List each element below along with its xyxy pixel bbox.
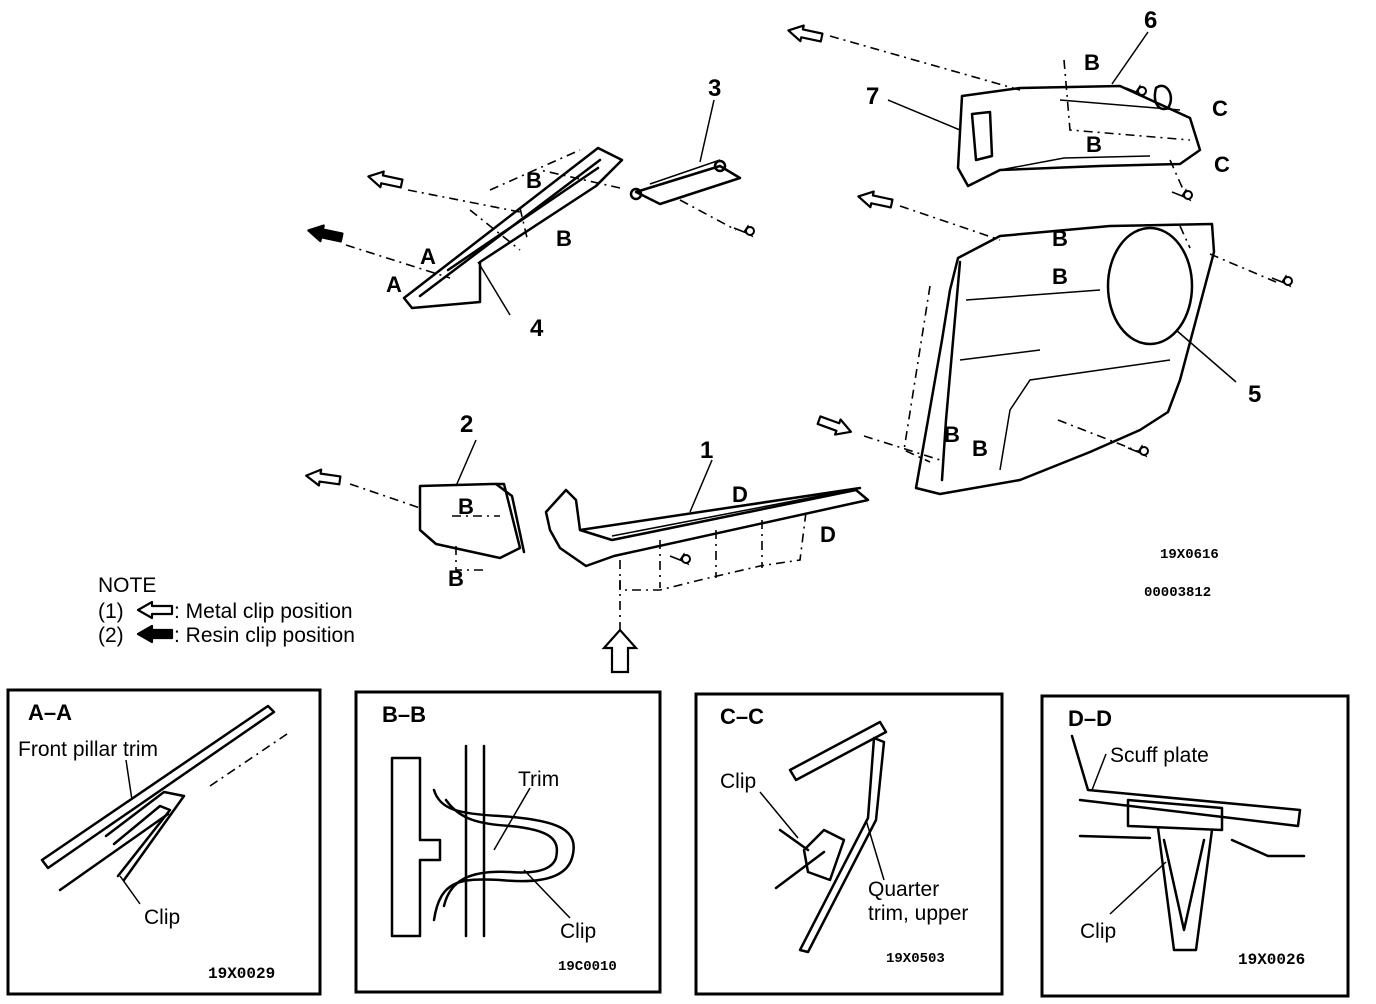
detail-dd-title: D–D	[1068, 706, 1112, 731]
note-title: NOTE	[98, 574, 156, 597]
screw-icon	[669, 553, 691, 565]
metal-clip-arrow	[365, 167, 405, 193]
detail-aa-panel: A–A Front pillar trim Clip 19X0029	[6, 688, 322, 996]
resin-arrow-icon	[136, 624, 174, 644]
note-item2-text: : Resin clip position	[174, 624, 355, 647]
part-7-quarter-trim-upper	[829, 35, 1202, 197]
detail-cc-image-code: 19X0503	[886, 951, 945, 967]
part-number-3: 3	[708, 75, 721, 102]
front-pillar-trim-part	[402, 146, 624, 316]
metal-clip-arrow	[855, 187, 895, 213]
section-marker-b: B	[1084, 50, 1100, 75]
note-item1-text: : Metal clip position	[174, 600, 353, 623]
part-6-cap	[1111, 31, 1173, 111]
note-item1-number: (1)	[98, 600, 124, 623]
detail-bb-clip-label: Clip	[560, 920, 596, 943]
part-number-6: 6	[1144, 7, 1157, 34]
detail-aa-image-code: 19X0029	[208, 965, 275, 983]
detail-dd-clip-label: Clip	[1080, 920, 1116, 943]
section-marker-b: B	[556, 226, 572, 251]
part-2-trim	[349, 439, 526, 571]
part-5-quarter-trim-lower	[863, 205, 1277, 496]
section-marker-c: C	[1214, 152, 1230, 177]
resin-clip-arrow	[305, 221, 345, 247]
section-marker-b: B	[944, 422, 960, 447]
note-legend: NOTE (1) : Metal clip position (2) : Res…	[98, 574, 355, 647]
detail-aa-title: A–A	[28, 700, 72, 725]
detail-dd-image-code: 19X0026	[1238, 951, 1305, 969]
section-marker-b: B	[458, 494, 474, 519]
section-marker-c: C	[1212, 96, 1228, 121]
detail-bb-trim-label: Trim	[518, 768, 559, 791]
up-arrow-icon	[601, 628, 639, 674]
detail-dd-scuff-plate-label: Scuff plate	[1110, 744, 1209, 767]
section-marker-b: B	[1052, 264, 1068, 289]
detail-cc-title: C–C	[720, 704, 764, 729]
section-marker-a: A	[420, 244, 436, 269]
detail-cc-panel: C–C Clip Quarter trim, upper 19X0503	[694, 692, 1004, 996]
detail-aa-front-pillar-trim-label: Front pillar trim	[18, 738, 158, 761]
detail-aa-clip-label: Clip	[144, 906, 180, 929]
screw-icon	[733, 225, 755, 237]
section-marker-b: B	[448, 566, 464, 591]
metal-clip-arrow	[815, 411, 855, 441]
metal-arrow-icon	[136, 600, 174, 620]
section-marker-d: D	[820, 522, 836, 547]
part-number-2: 2	[460, 411, 473, 438]
section-marker-a: A	[386, 272, 402, 297]
part-number-5: 5	[1248, 381, 1261, 408]
part-3-bracket	[539, 99, 742, 231]
image-code-main-top: 19X0616	[1160, 547, 1219, 563]
part-number-4: 4	[530, 315, 544, 342]
detail-bb-panel: B–B Trim Clip 19C0010	[354, 690, 662, 994]
screw-icon	[1171, 189, 1193, 201]
metal-clip-arrow	[785, 21, 825, 47]
metal-clip-arrow	[303, 466, 343, 490]
detail-bb-title: B–B	[382, 702, 426, 727]
detail-dd-panel: D–D Scuff plate Clip 19X0026	[1040, 694, 1350, 998]
section-marker-b: B	[972, 436, 988, 461]
part-number-1: 1	[700, 437, 713, 464]
detail-cc-quarter-label: Quarter	[868, 878, 939, 901]
note-item2-number: (2)	[98, 624, 124, 647]
section-marker-b: B	[1052, 226, 1068, 251]
section-marker-b: B	[526, 168, 542, 193]
image-code-main-bottom: 00003812	[1144, 585, 1211, 601]
detail-cc-clip-label: Clip	[720, 770, 756, 793]
part-number-7: 7	[866, 83, 879, 110]
screw-icon	[1127, 445, 1149, 457]
section-marker-b: B	[1086, 132, 1102, 157]
section-marker-d: D	[732, 482, 748, 507]
part-1-scuff-plate	[544, 459, 870, 630]
detail-bb-image-code: 19C0010	[558, 959, 617, 975]
detail-cc-trim-upper-label: trim, upper	[868, 902, 968, 925]
